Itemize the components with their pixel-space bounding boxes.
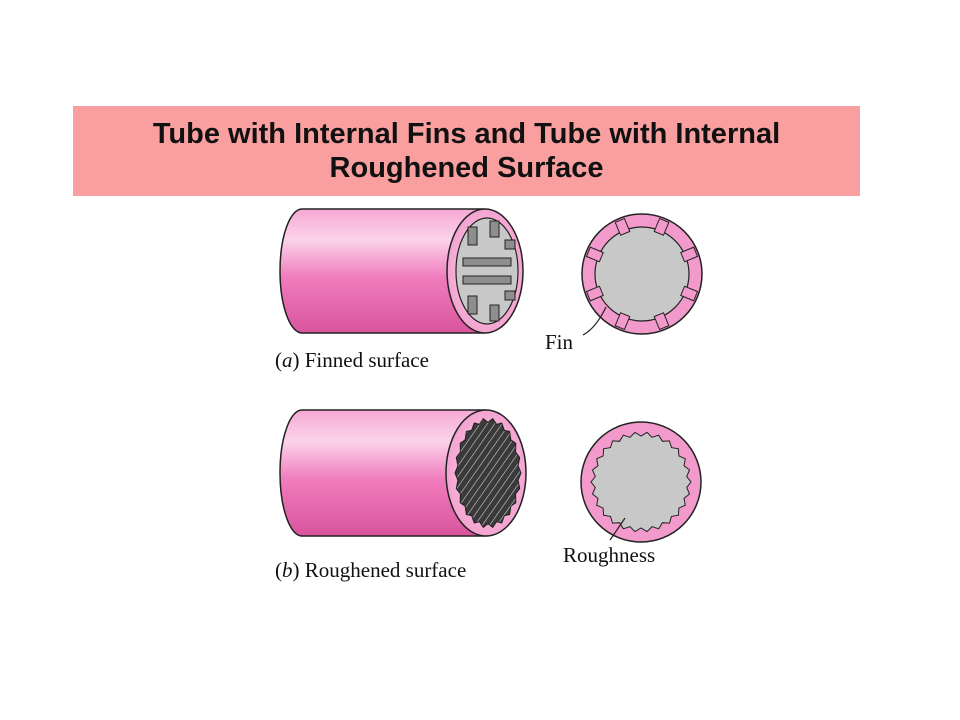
title-line-2: Roughened Surface [329, 152, 604, 184]
caption-b-rest: ) Roughened surface [293, 558, 467, 582]
fin-tooth [585, 285, 604, 302]
fin-tooth [614, 217, 631, 236]
internal-fins [462, 220, 516, 322]
fin-tooth [585, 246, 604, 263]
caption-a-prefix: ( [275, 348, 282, 372]
fin-tooth [680, 285, 699, 302]
finned-tube [279, 208, 524, 334]
fin-label: Fin [545, 330, 574, 354]
caption-a-rest: ) Finned surface [293, 348, 429, 372]
roughened-tube [279, 409, 527, 537]
finned-tube-bore [455, 217, 519, 325]
finned-cross-section [581, 213, 703, 335]
caption-b: (b) Roughened surface [275, 558, 466, 582]
finned-section-bore [594, 226, 690, 322]
roughness-label: Roughness [563, 543, 655, 567]
title-line-1: Tube with Internal Fins and Tube with In… [152, 118, 781, 150]
title-banner: Tube with Internal Fins and Tube with In… [73, 106, 860, 196]
fin-tooth [614, 312, 631, 331]
roughness-leader-line [609, 517, 626, 541]
roughened-tube-bore [454, 417, 522, 529]
fin-teeth [585, 217, 699, 331]
roughened-section-bore [590, 431, 692, 533]
fin-tooth [680, 246, 699, 263]
fin-tooth [653, 217, 670, 236]
caption-b-prefix: ( [275, 558, 282, 582]
caption-b-letter: b [282, 558, 293, 582]
fin-tooth [653, 312, 670, 331]
caption-a-letter: a [282, 348, 293, 372]
roughened-cross-section [580, 421, 702, 543]
fin-leader-line [582, 306, 607, 336]
caption-a: (a) Finned surface [275, 348, 429, 372]
